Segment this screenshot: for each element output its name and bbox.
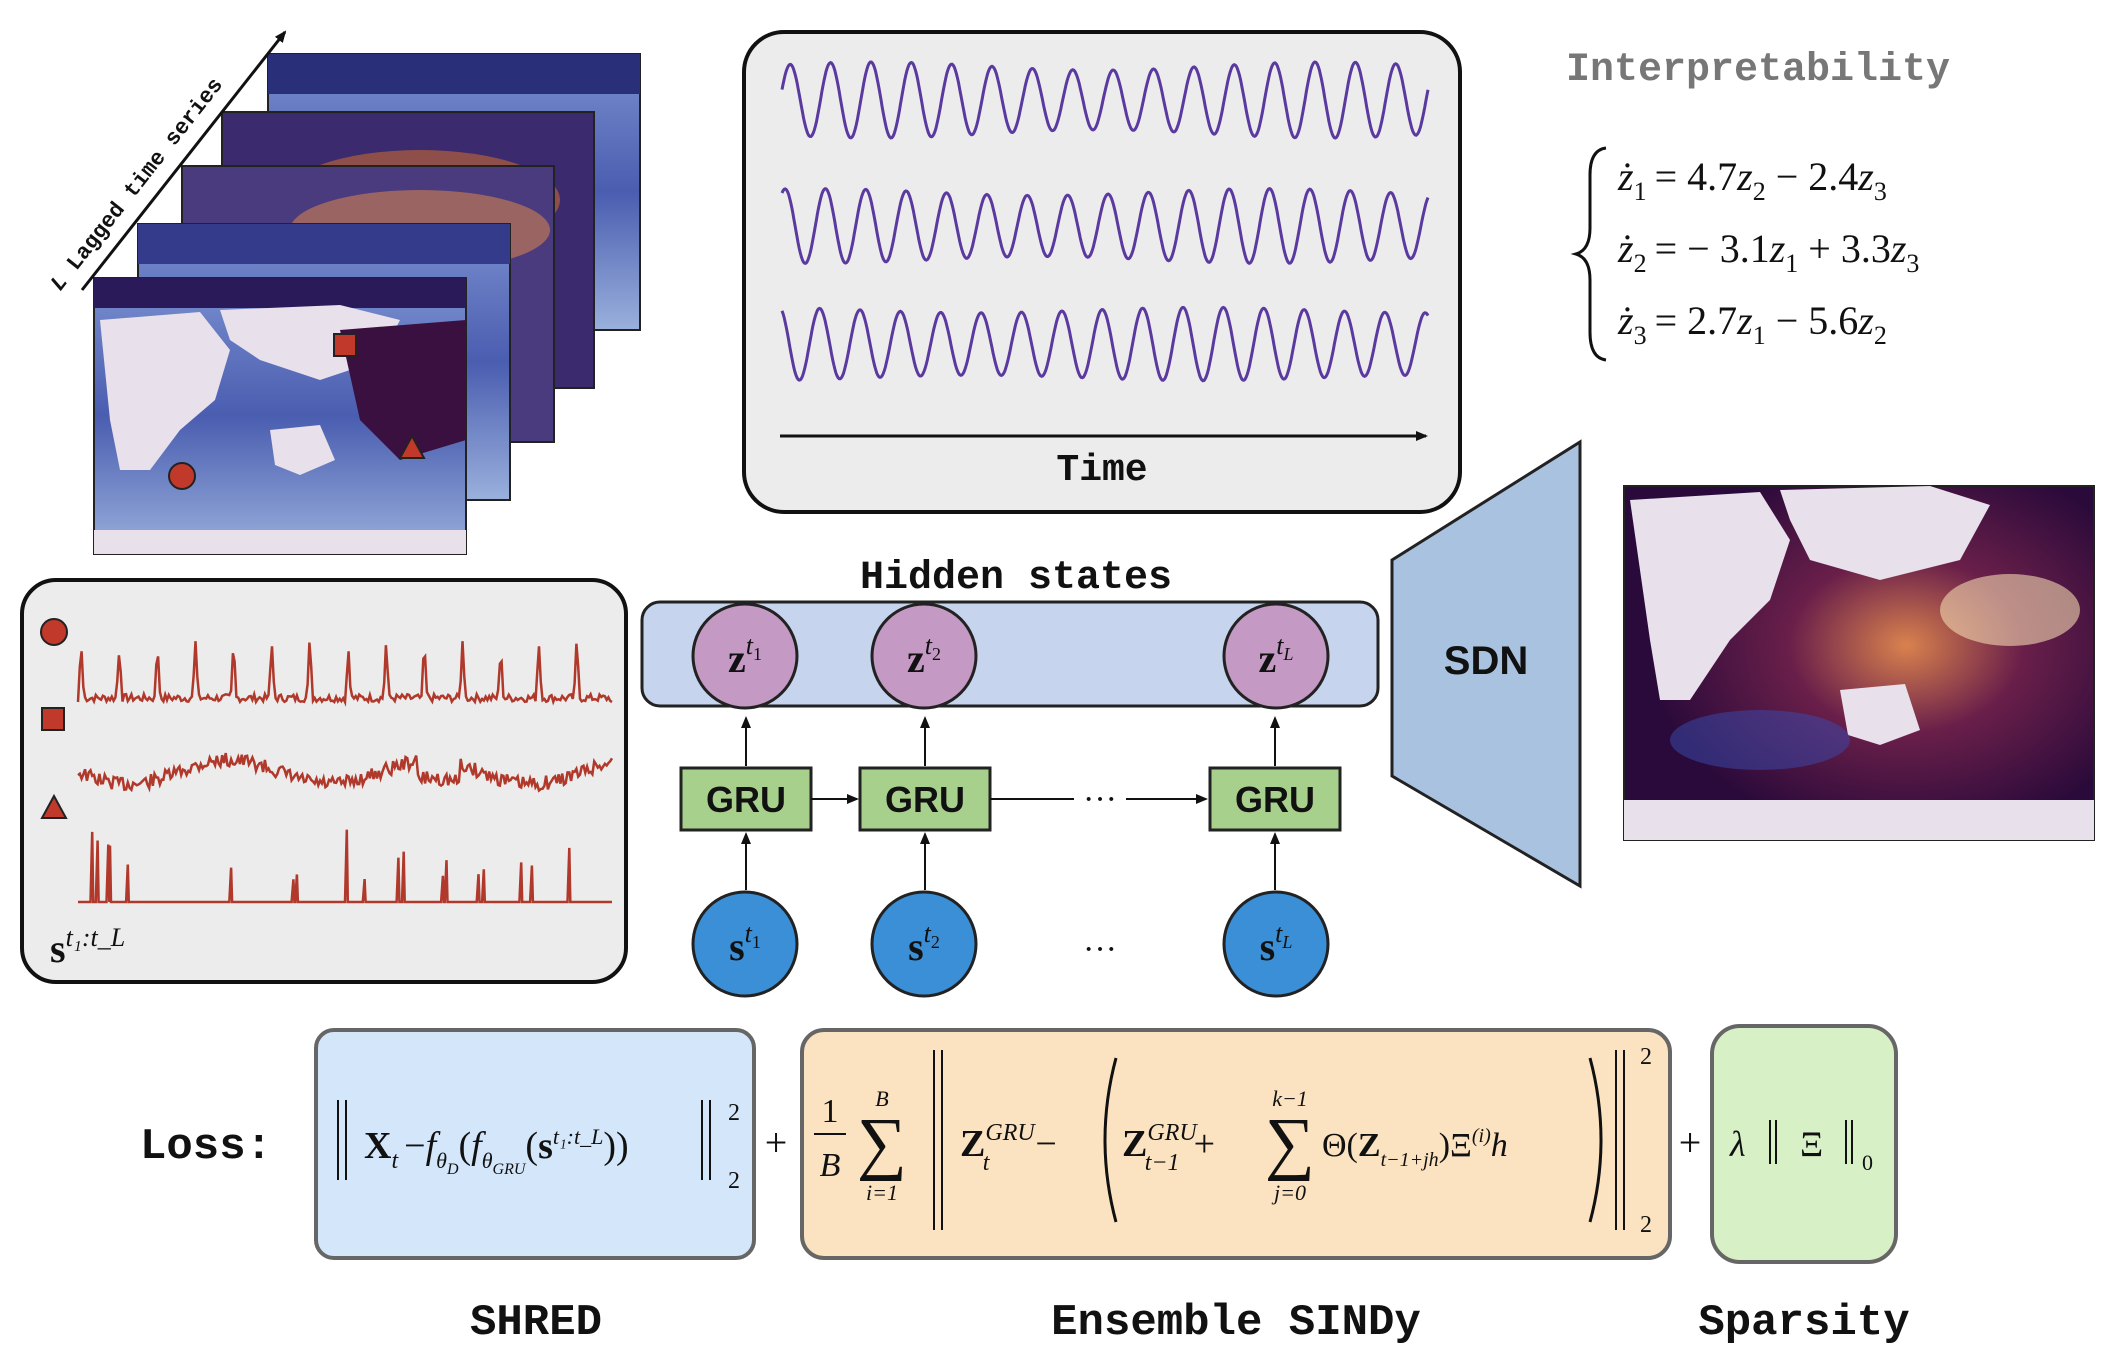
lagged-map-stack: L Lagged time series <box>46 30 641 555</box>
equation-1: ż1= 4.7z2 − 2.4z3 <box>1617 154 1887 206</box>
frac-denominator: B <box>820 1147 841 1184</box>
s-node-1: st1 <box>691 890 799 998</box>
shred-caption: SHRED <box>470 1298 602 1348</box>
legend-triangle-icon <box>40 793 68 819</box>
sum-upper: B <box>875 1086 888 1111</box>
sum-symbol: ∑ <box>857 1105 907 1182</box>
sensor-trace-square <box>77 752 614 793</box>
sparsity-lambda: λ <box>1729 1124 1746 1164</box>
z-node-1: zt1 <box>691 602 799 710</box>
sparsity-term: λ Ξ 0 <box>1710 1024 1898 1264</box>
gru-cell-1: GRU <box>679 766 813 832</box>
svg-text:GRU: GRU <box>885 779 965 820</box>
sdn-label: SDN <box>1444 639 1528 683</box>
s-node-2: st2 <box>870 890 978 998</box>
svg-text:st1: st1 <box>729 919 761 969</box>
legend-circle-icon <box>40 618 68 646</box>
sum2-symbol: ∑ <box>1265 1105 1315 1182</box>
z-node-2: zt2 <box>870 602 978 710</box>
equation-brace <box>1570 146 1607 362</box>
equation-2: ż2= − 3.1z1 + 3.3z3 <box>1617 226 1919 278</box>
svg-text:GRU: GRU <box>1235 779 1315 820</box>
sensor-circle <box>168 462 196 490</box>
interpretability-title: Interpretability <box>1566 48 1950 93</box>
map-frame-1 <box>93 277 467 555</box>
shred-norm-sub: 2 <box>728 1168 740 1194</box>
gru-cell-2: GRU <box>858 766 992 832</box>
latent-time-series-panel: Time <box>742 30 1462 514</box>
hidden-states-band <box>640 600 1380 708</box>
sindy-library: Θ(Zt−1+jh)Ξ(i)h <box>1322 1125 1508 1171</box>
legend-square-icon <box>41 707 65 731</box>
svg-text:zt2: zt2 <box>907 631 941 681</box>
sensor-square <box>333 333 357 357</box>
time-axis-label: Time <box>1056 449 1147 492</box>
sensor-traces-panel: st₁:t_L <box>20 578 628 984</box>
shred-norm-sup: 2 <box>728 1100 740 1126</box>
sensor-panel-label: st₁:t_L <box>50 923 125 971</box>
s-node-L: stL <box>1222 890 1330 998</box>
sum2-lower: j=0 <box>1271 1180 1306 1205</box>
sindy-caption: Ensemble SINDy <box>1051 1298 1421 1348</box>
gru-cell-L: GRU <box>1208 766 1342 832</box>
latent-wave-2 <box>780 186 1430 265</box>
sparsity-norm-sub: 0 <box>1862 1150 1873 1175</box>
sensor-triangle <box>398 433 426 459</box>
z-node-L: ztL <box>1222 602 1330 710</box>
reconstructed-map <box>1623 485 2095 841</box>
gru-encoder: Hidden states zt1 zt2 ztL GRU GRU GRU <box>640 556 1380 998</box>
s-node-ellipsis: ··· <box>1083 931 1117 968</box>
plus-sign-1: + <box>765 1120 788 1165</box>
chain-ellipsis: ··· <box>1083 781 1117 818</box>
equation-3: ż3= 2.7z1 − 5.6z2 <box>1617 298 1887 350</box>
sensor-trace-triangle <box>78 829 612 904</box>
shred-expression: Xt−fθD(fθGRU(st₁:t_L)) <box>364 1124 629 1178</box>
sparsity-xi: Ξ <box>1800 1124 1823 1164</box>
sindy-norm-sup: 2 <box>1640 1044 1652 1070</box>
svg-text:GRU: GRU <box>706 779 786 820</box>
shred-term: Xt−fθD(fθGRU(st₁:t_L)) 2 2 <box>314 1028 756 1260</box>
svg-text:stL: stL <box>1260 919 1293 969</box>
frac-numerator: 1 <box>822 1093 839 1130</box>
sparsity-caption: Sparsity <box>1698 1298 1909 1348</box>
interpretability-block: Interpretability ż1= 4.7z2 − 2.4z3 ż2= −… <box>1566 48 1950 362</box>
sum2-upper: k−1 <box>1272 1086 1308 1111</box>
svg-text:zt1: zt1 <box>728 631 762 681</box>
sum-lower: i=1 <box>866 1180 898 1205</box>
svg-text:st2: st2 <box>908 919 940 969</box>
sdn-decoder: SDN <box>1390 439 1582 889</box>
sindy-norm-sub: 2 <box>1640 1212 1652 1238</box>
latent-wave-1 <box>780 60 1430 140</box>
loss-function: Loss: Xt−fθD(fθGRU(st₁:t_L)) 2 2 + 1 B B… <box>140 1024 1910 1348</box>
loss-label: Loss: <box>140 1122 272 1172</box>
latent-wave-3 <box>780 305 1430 383</box>
svg-text:ztL: ztL <box>1258 631 1293 681</box>
hidden-states-title: Hidden states <box>860 556 1172 601</box>
lagged-axis-arrow <box>80 30 287 291</box>
plus-sign-2: + <box>1679 1120 1702 1165</box>
sensor-trace-circle <box>76 641 613 707</box>
